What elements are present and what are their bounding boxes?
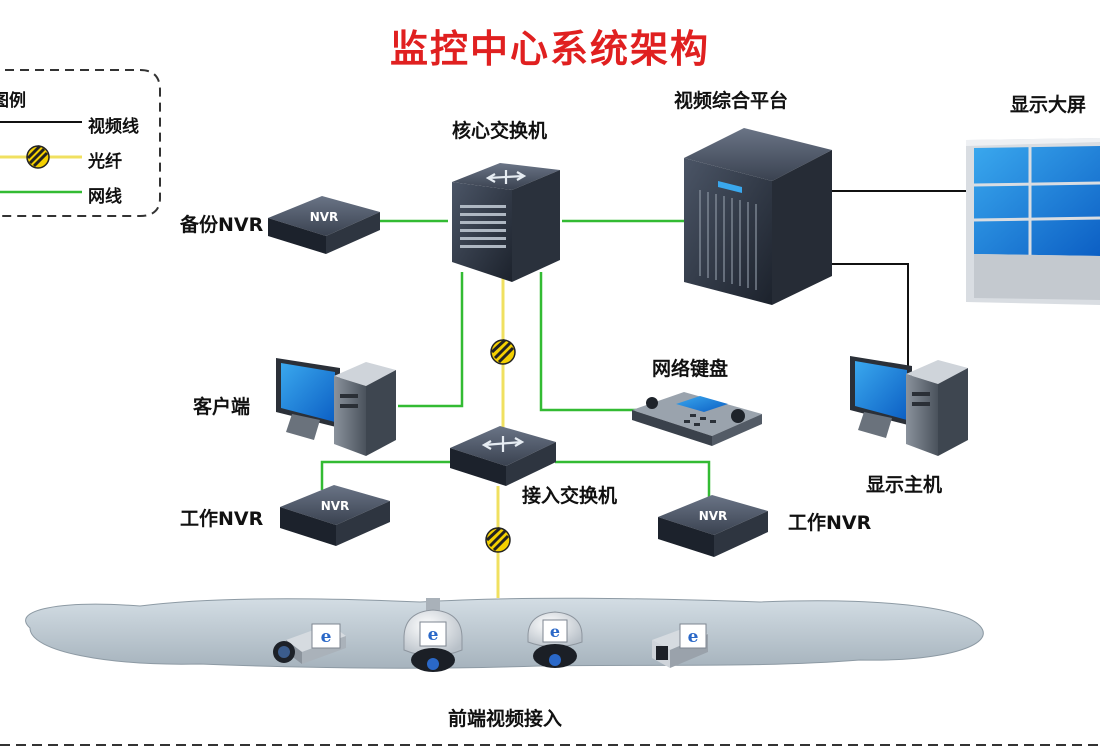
backup-nvr-text: NVR: [310, 210, 339, 224]
legend-box: [0, 69, 161, 217]
legend-fiber-icon: [26, 144, 50, 169]
speed-dome-camera-icon: e: [403, 598, 463, 672]
line-access-right-nvr: [555, 460, 711, 500]
core-switch-icon: [452, 163, 560, 282]
fiber-icon-upper: [490, 338, 516, 365]
network-keyboard-icon: [632, 392, 762, 446]
client-pc-icon: [276, 358, 396, 456]
video-platform-icon: [684, 128, 832, 305]
display-host-label: 显示主机: [866, 474, 943, 496]
line-core-client: [398, 272, 464, 408]
network-keyboard-label: 网络键盘: [652, 358, 729, 380]
page-title: 监控中心系统架构: [389, 27, 710, 71]
backup-nvr-label: 备份NVR: [180, 214, 264, 236]
core-switch-label: 核心交换机: [452, 120, 548, 142]
video-platform-label: 视频综合平台: [674, 90, 789, 112]
box-camera-icon: e: [652, 623, 708, 668]
svg-text:e: e: [321, 627, 332, 647]
legend-fiber-label: 光纤: [88, 152, 122, 172]
access-switch-icon: [450, 426, 556, 486]
svg-text:e: e: [428, 625, 439, 645]
svg-text:e: e: [688, 627, 699, 647]
backup-nvr-icon: NVR: [268, 196, 380, 254]
line-platform-display-host: [832, 263, 909, 370]
work-nvr-right-label: 工作NVR: [788, 512, 872, 534]
legend-video-line-label: 视频线: [88, 117, 139, 137]
work-nvr-left-icon: NVR: [280, 485, 390, 546]
line-core-keyboard: [539, 272, 636, 412]
work-nvr-left-label: 工作NVR: [180, 508, 264, 530]
legend-header: 图例: [0, 91, 26, 111]
access-switch-label: 接入交换机: [522, 485, 618, 507]
front-end-label: 前端视频接入: [448, 708, 563, 730]
client-label: 客户端: [193, 396, 251, 418]
video-wall-icon: [966, 138, 1100, 305]
work-nvr-right-icon: NVR: [658, 495, 768, 557]
legend-network-label: 网线: [88, 187, 122, 207]
line-access-left-nvr: [320, 460, 450, 490]
work-nvr-left-text: NVR: [321, 499, 350, 513]
work-nvr-right-text: NVR: [699, 509, 728, 523]
video-lines: [832, 190, 968, 370]
front-end-cloud: [25, 597, 984, 669]
network-lines: [320, 219, 711, 500]
bullet-camera-icon: e: [273, 623, 346, 664]
svg-text:e: e: [550, 622, 560, 641]
fiber-icon-lower: [485, 526, 511, 553]
display-host-pc-icon: [850, 356, 968, 456]
big-screen-label: 显示大屏: [1010, 94, 1087, 116]
dome-camera-icon: e: [527, 611, 583, 668]
